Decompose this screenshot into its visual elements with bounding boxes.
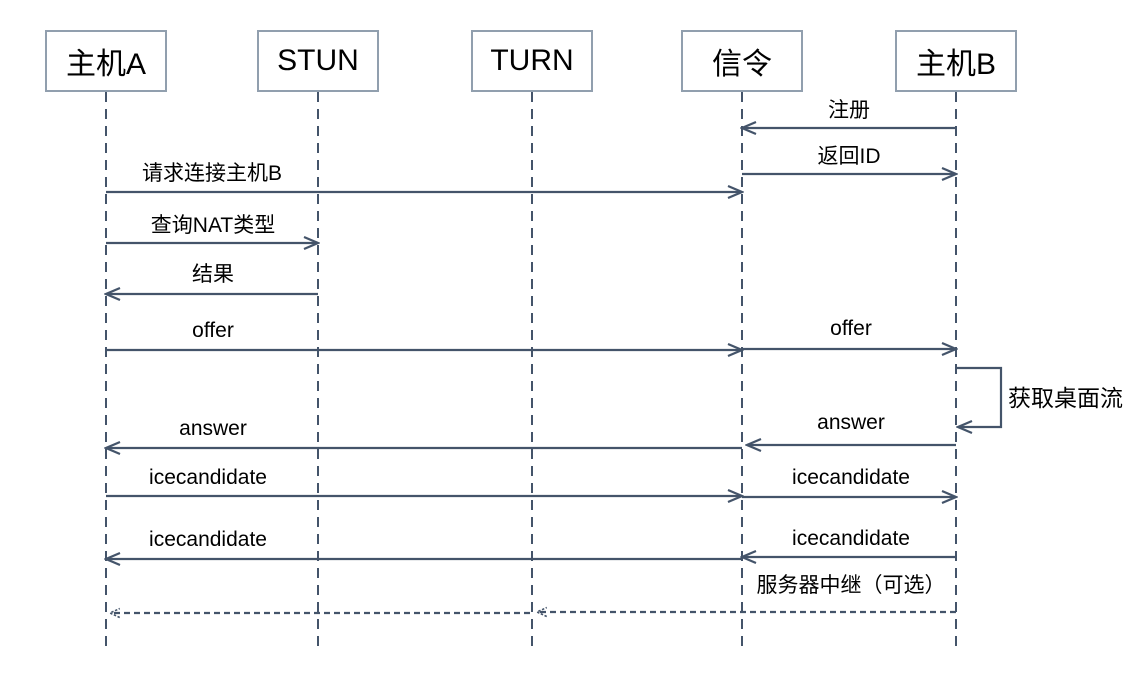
message-label: 返回ID — [817, 145, 881, 168]
participant-box-host-b: 主机B — [895, 30, 1017, 92]
message-label: icecandidate — [149, 466, 267, 489]
annotation-relay-optional: 服务器中继（可选） — [756, 574, 946, 597]
message-label: offer — [192, 319, 234, 342]
message-label: icecandidate — [792, 527, 910, 550]
message-label: 注册 — [828, 99, 870, 122]
participant-box-host-a: 主机A — [45, 30, 167, 92]
message-label: icecandidate — [792, 466, 910, 489]
message-label: 结果 — [192, 263, 234, 286]
message-label: offer — [830, 317, 872, 340]
self-message-label: 获取桌面流 — [1008, 385, 1123, 411]
participant-label-stun: STUN — [277, 44, 359, 77]
participant-box-turn: TURN — [471, 30, 593, 92]
message-label: answer — [817, 411, 885, 434]
message-label: icecandidate — [149, 528, 267, 551]
participant-label-turn: TURN — [490, 44, 574, 77]
message-label: answer — [179, 417, 247, 440]
message-label: 查询NAT类型 — [150, 214, 276, 237]
self-message-arrow — [956, 366, 1003, 427]
participant-label-host-a: 主机A — [65, 48, 146, 81]
participant-box-signaling: 信令 — [681, 30, 803, 92]
participant-label-signaling: 信令 — [712, 48, 772, 81]
participant-label-host-b: 主机B — [915, 48, 996, 81]
message-label: 请求连接主机B — [141, 162, 283, 185]
participant-box-stun: STUN — [257, 30, 379, 92]
